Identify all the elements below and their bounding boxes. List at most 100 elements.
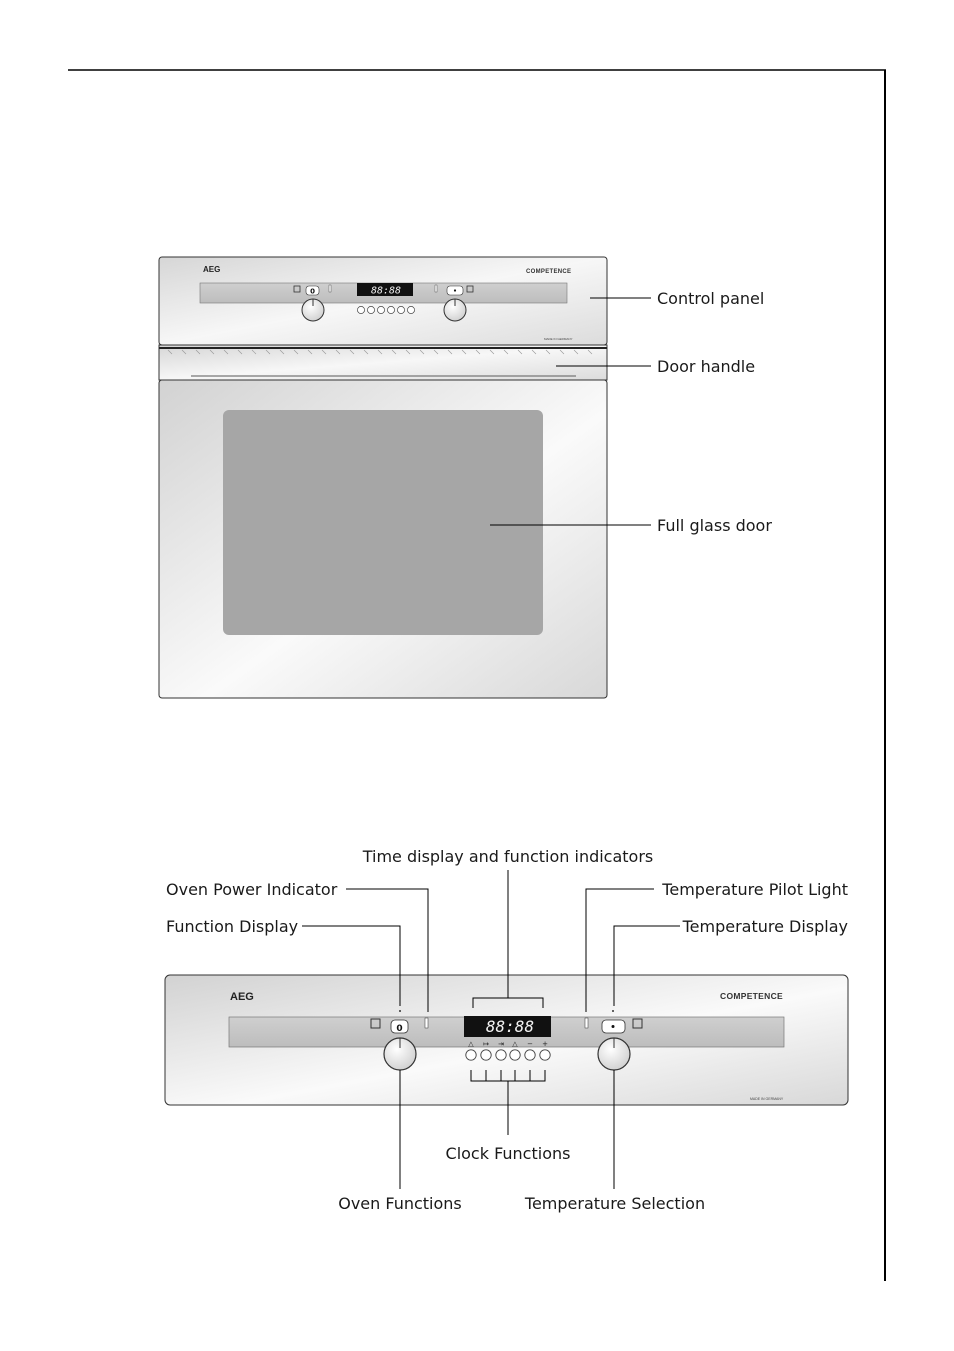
label-temperature-display: Temperature Display — [682, 917, 848, 936]
panel-temp-display-icon — [632, 1018, 643, 1029]
vent-slot — [545, 349, 551, 355]
label-function-display: Function Display — [166, 917, 298, 936]
vent-slot — [503, 349, 509, 355]
oven-clock-button — [407, 306, 415, 314]
panel-time-digits: 88:88 — [486, 1017, 534, 1036]
panel-function-value: 0 — [396, 1024, 402, 1034]
vent-slot — [237, 349, 243, 355]
oven-time-digits: 88:88 — [371, 286, 401, 297]
label-temperature-selection: Temperature Selection — [524, 1194, 705, 1213]
panel-button-symbol: + — [542, 1040, 548, 1048]
label-oven-power-indicator: Oven Power Indicator — [166, 880, 338, 899]
vent-slot — [335, 349, 341, 355]
oven-function-value: 0 — [310, 288, 315, 296]
panel-clock-button — [480, 1049, 492, 1061]
oven-clock-button — [357, 306, 365, 314]
panel-brand-logo: AEG — [230, 991, 254, 1003]
vent-slot — [447, 349, 453, 355]
vent-slot — [321, 349, 327, 355]
callout-line-function-display — [302, 925, 401, 1006]
panel-clock-button — [524, 1049, 536, 1061]
oven-clock-buttons — [357, 306, 415, 314]
panel-clock-button — [465, 1049, 477, 1061]
vent-slot — [363, 349, 369, 355]
oven-time-display — [357, 283, 413, 296]
oven-glass-window — [223, 410, 543, 635]
oven-temp-window-dot — [453, 289, 457, 292]
oven-clock-button — [377, 306, 385, 314]
vent-slot — [517, 349, 523, 355]
vent-slot — [391, 349, 397, 355]
panel-function-display-icon — [370, 1018, 381, 1029]
callout-line-temp-display — [613, 925, 680, 1006]
vent-slot — [573, 349, 579, 355]
oven-temp-pilot-light — [434, 284, 438, 293]
vent-slot — [307, 349, 313, 355]
vent-slot — [433, 349, 439, 355]
oven-made-in-text: MADE IN GERMANY — [544, 337, 573, 341]
panel-button-symbol: ⇥ — [498, 1040, 504, 1048]
oven-power-indicator — [328, 284, 332, 293]
oven-clock-button — [397, 306, 405, 314]
panel-temp-indicator-dot — [612, 1010, 614, 1012]
vent-slot — [559, 349, 565, 355]
label-clock-functions: Clock Functions — [446, 1144, 571, 1163]
oven-clock-button — [387, 306, 395, 314]
vent-slot — [251, 349, 257, 355]
panel-clock-button — [509, 1049, 521, 1061]
callout-line-temp-pilot — [585, 888, 654, 1012]
panel-button-symbol: △ — [512, 1040, 518, 1048]
vent-slot — [419, 349, 425, 355]
panel-clock-button — [539, 1049, 551, 1061]
panel-illustration: AEG COMPETENCE 0 88:88 △ ↦ ⇥ △ − + — [164, 974, 849, 1106]
panel-temp-window-dot — [611, 1025, 615, 1028]
oven-model-badge: COMPETENCE — [526, 269, 571, 275]
label-control-panel: Control panel — [657, 289, 764, 308]
vent-slot — [195, 349, 201, 355]
vent-slot — [405, 349, 411, 355]
label-time-display: Time display and function indicators — [362, 847, 654, 866]
vent-slot — [475, 349, 481, 355]
panel-made-in-text: MADE IN GERMANY — [750, 1097, 784, 1101]
panel-time-display — [464, 1016, 551, 1037]
vent-slot — [181, 349, 187, 355]
oven-callouts — [490, 297, 651, 526]
panel-button-symbol: ↦ — [483, 1040, 489, 1048]
panel-temp-pilot-light — [584, 1017, 589, 1029]
oven-function-display-icon — [293, 285, 301, 293]
vent-slot — [265, 349, 271, 355]
vent-slot — [489, 349, 495, 355]
vent-slot — [167, 349, 173, 355]
panel-button-symbols: △ ↦ ⇥ △ − + — [468, 1040, 548, 1048]
oven-function-window — [305, 285, 320, 296]
label-full-glass-door: Full glass door — [657, 516, 772, 535]
panel-clock-button — [495, 1049, 507, 1061]
vent-slot — [223, 349, 229, 355]
panel-callouts — [302, 870, 680, 1189]
vent-slot — [293, 349, 299, 355]
vent-slot — [461, 349, 467, 355]
vent-slot — [349, 349, 355, 355]
label-oven-functions: Oven Functions — [338, 1194, 462, 1213]
panel-button-symbol: − — [527, 1040, 533, 1048]
oven-brand-logo: AEG — [203, 265, 220, 274]
vent-slot — [279, 349, 285, 355]
oven-door-top-band — [158, 344, 608, 381]
vent-slot — [209, 349, 215, 355]
panel-function-window — [390, 1019, 409, 1034]
oven-temp-display-icon — [466, 285, 474, 293]
label-door-handle: Door handle — [657, 357, 755, 376]
oven-clock-button — [367, 306, 375, 314]
panel-model-badge: COMPETENCE — [720, 991, 783, 1001]
panel-oven-power-indicator — [424, 1017, 429, 1029]
callout-line-oven-power — [346, 888, 429, 1012]
oven-vent-slots — [167, 349, 593, 355]
vent-slot — [587, 349, 593, 355]
oven-illustration: AEG COMPETENCE 0 88:88 MADE IN GERMANY — [158, 256, 608, 699]
panel-function-indicator-dot — [399, 1010, 401, 1012]
label-temperature-pilot-light: Temperature Pilot Light — [661, 880, 848, 899]
vent-slot — [531, 349, 537, 355]
panel-clock-buttons — [465, 1049, 551, 1061]
panel-button-symbol: △ — [468, 1040, 474, 1048]
